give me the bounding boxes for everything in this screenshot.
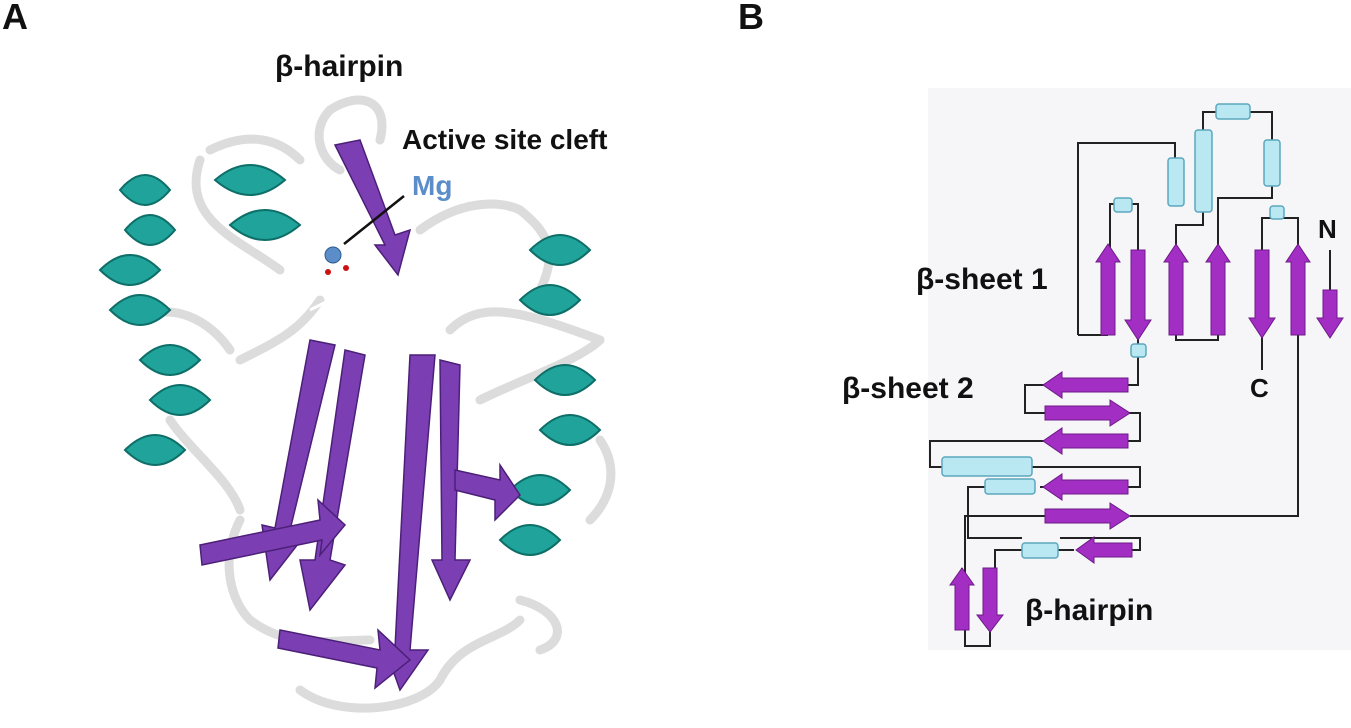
beta-sheet-1-label: β-sheet 1 [916, 263, 1048, 296]
alpha-helices [98, 164, 602, 556]
hairpin-label: β-hairpin [275, 50, 404, 83]
beta-strands [199, 139, 521, 692]
topology-connectors [929, 111, 1331, 647]
mg-label: Mg [412, 170, 453, 201]
water-molecule [325, 269, 331, 275]
panel-letter-a: A [2, 0, 28, 37]
panel-letter-b: B [738, 0, 764, 37]
beta-sheet-2-label: β-sheet 2 [842, 372, 974, 405]
c-terminus-label: C [1250, 373, 1269, 403]
topology-strands [949, 243, 1344, 633]
mg-ion-sphere [324, 246, 342, 264]
active-site-cleft-label: Active site cleft [402, 124, 608, 155]
topology-hairpin-label: β-hairpin [1025, 594, 1154, 627]
n-terminus-label: N [1318, 214, 1337, 244]
active-site-residues [299, 278, 342, 312]
water-molecule [343, 265, 349, 271]
mg-pointer-line [343, 195, 405, 245]
topology-helices [941, 103, 1285, 559]
topology-background [928, 88, 1351, 650]
